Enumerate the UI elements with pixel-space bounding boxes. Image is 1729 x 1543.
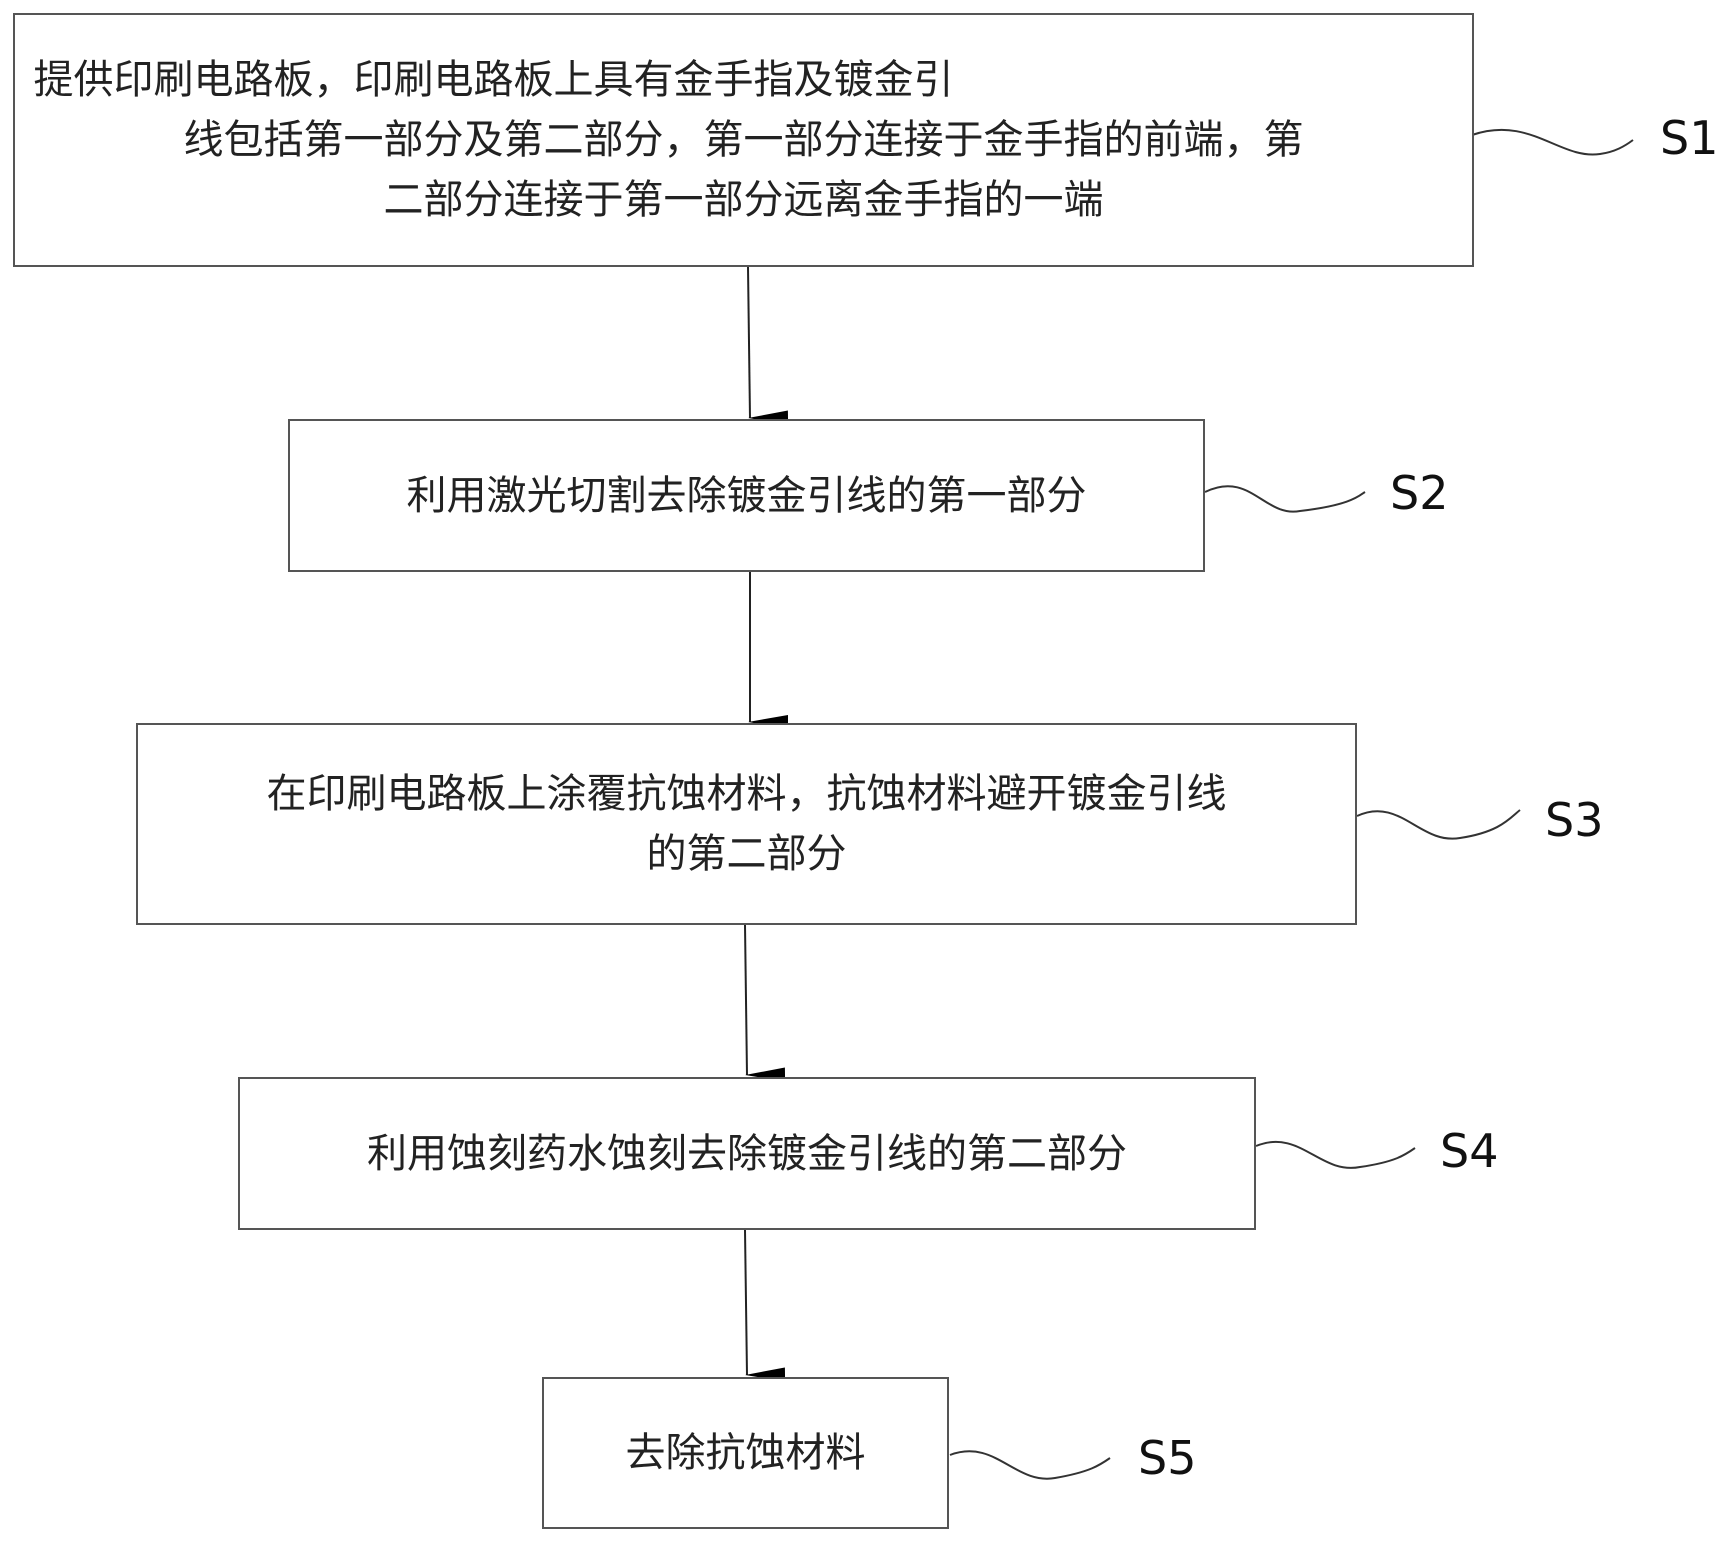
step-label-s5: S5 xyxy=(1138,1431,1197,1485)
leader-s1 xyxy=(1471,128,1634,156)
step-text-line: 线包括第一部分及第二部分，第一部分连接于金手指的前端，第 xyxy=(183,117,1304,163)
step-text-line: 利用蚀刻药水蚀刻去除镀金引线的第二部分 xyxy=(367,1130,1127,1177)
step-box-s3: 在印刷电路板上涂覆抗蚀材料，抗蚀材料避开镀金引线 的第二部分 xyxy=(136,723,1357,925)
step-text-line: 提供印刷电路板，印刷电路板上具有金手指及镀金引 xyxy=(33,57,954,103)
leader-s4 xyxy=(1255,1140,1416,1169)
leader-s3 xyxy=(1356,809,1521,840)
step-text-line: 的第二部分 xyxy=(646,831,847,877)
step-box-s4: 利用蚀刻药水蚀刻去除镀金引线的第二部分 xyxy=(238,1077,1256,1230)
step-box-s5: 去除抗蚀材料 xyxy=(542,1377,949,1529)
step-box-s2: 利用激光切割去除镀金引线的第一部分 xyxy=(288,419,1205,572)
step-text-s1: 提供印刷电路板，印刷电路板上具有金手指及镀金引 线包括第一部分及第二部分，第一部… xyxy=(34,50,1454,230)
step-text-line: 二部分连接于第一部分远离金手指的一端 xyxy=(383,177,1104,223)
leader-s5 xyxy=(949,1450,1111,1480)
step-text-s2: 利用激光切割去除镀金引线的第一部分 xyxy=(407,466,1087,526)
step-text-line: 去除抗蚀材料 xyxy=(625,1430,866,1476)
step-label-s3: S3 xyxy=(1545,793,1604,847)
step-label-s4: S4 xyxy=(1440,1124,1499,1178)
step-text-s4: 利用蚀刻药水蚀刻去除镀金引线的第二部分 xyxy=(367,1124,1127,1184)
step-box-s1: 提供印刷电路板，印刷电路板上具有金手指及镀金引 线包括第一部分及第二部分，第一部… xyxy=(13,13,1474,267)
arrow-s4-to-s5 xyxy=(744,1229,786,1382)
step-label-s1: S1 xyxy=(1660,111,1719,165)
step-text-s5: 去除抗蚀材料 xyxy=(626,1423,866,1483)
step-text-line: 在印刷电路板上涂覆抗蚀材料，抗蚀材料避开镀金引线 xyxy=(266,771,1227,817)
step-text-s3: 在印刷电路板上涂覆抗蚀材料，抗蚀材料避开镀金引线 的第二部分 xyxy=(267,764,1227,884)
step-text-line: 利用激光切割去除镀金引线的第一部分 xyxy=(406,472,1087,519)
arrow-s3-to-s4 xyxy=(744,924,786,1082)
arrow-s1-to-s2 xyxy=(747,266,789,425)
step-label-s2: S2 xyxy=(1390,466,1449,520)
leader-s2 xyxy=(1204,485,1366,513)
